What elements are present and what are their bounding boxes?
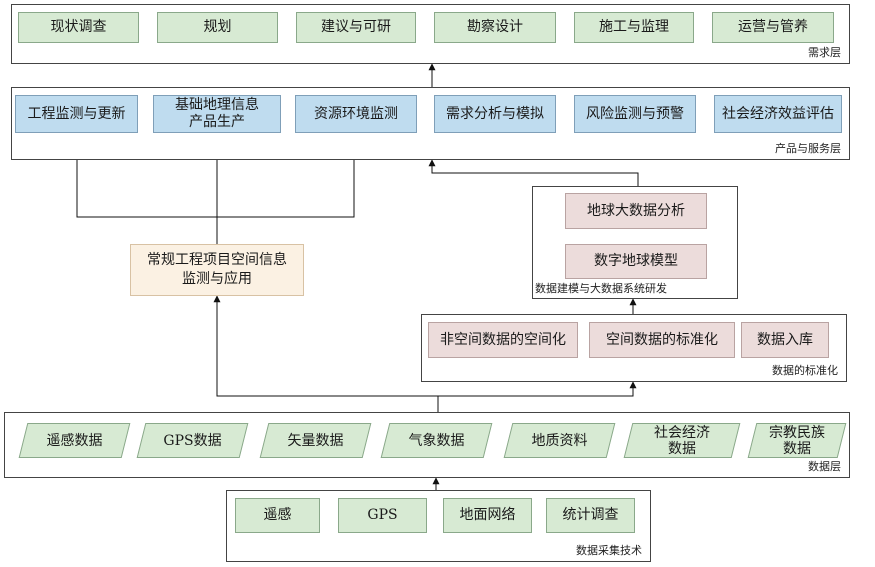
product-service-layer: 产品与服务层: [11, 87, 850, 160]
collection-item-ground-network: 地面网络: [443, 498, 532, 533]
product-item-basic-geo: 基础地理信息 产品生产: [153, 95, 281, 133]
demand-layer: 需求层: [11, 4, 850, 64]
demand-item-operation: 运营与管养: [712, 12, 834, 43]
product-service-caption: 产品与服务层: [775, 142, 841, 155]
data-item-religion-ethnic-label: 宗教民族 数据: [769, 424, 825, 457]
collection-item-statistics: 统计调查: [546, 498, 635, 533]
data-item-geological-label: 地质资料: [531, 432, 588, 449]
data-item-religion-ethnic: 宗教民族 数据: [747, 423, 847, 458]
product-item-demand-analysis: 需求分析与模拟: [434, 95, 556, 133]
standardization-item-spatialization: 非空间数据的空间化: [428, 322, 578, 358]
product-item-socio-economic: 社会经济效益评估: [714, 95, 842, 133]
standardization-item-spatial-std: 空间数据的标准化: [589, 322, 735, 358]
data-item-remote-sensing-label: 遥感数据: [46, 432, 103, 449]
data-item-vector: 矢量数据: [259, 423, 372, 458]
data-branch-line: [213, 295, 439, 412]
data-item-socio-economic: 社会经济 数据: [623, 423, 741, 458]
digital-earth-model: 数字地球模型: [565, 244, 707, 279]
standardization-caption: 数据的标准化: [772, 364, 838, 377]
standardization-item-warehousing: 数据入库: [741, 322, 829, 358]
collection-item-gps: GPS: [338, 498, 427, 533]
demand-item-construction: 施工与监理: [574, 12, 694, 43]
data-item-vector-label: 矢量数据: [287, 432, 344, 449]
data-item-socio-economic-label: 社会经济 数据: [654, 424, 710, 457]
data-item-meteorological-label: 气象数据: [408, 432, 465, 449]
data-item-geological: 地质资料: [503, 423, 616, 458]
data-item-gps: GPS数据: [136, 423, 249, 458]
data-item-meteorological: 气象数据: [380, 423, 493, 458]
data-layer-caption: 数据层: [808, 460, 841, 473]
collection-item-remote-sensing: 遥感: [235, 498, 320, 533]
bigdata-to-product-arrow: [428, 159, 639, 186]
data-to-standardization-arrow: [438, 381, 637, 397]
product-item-risk: 风险监测与预警: [574, 95, 696, 133]
demand-item-planning: 规划: [157, 12, 278, 43]
demand-item-survey: 现状调查: [18, 12, 139, 43]
conventional-branch-line: [73, 134, 358, 218]
bigdata-caption: 数据建模与大数据系统研发: [535, 282, 667, 295]
data-item-gps-label: GPS数据: [163, 432, 222, 449]
earth-bigdata-analysis: 地球大数据分析: [565, 193, 707, 229]
demand-layer-caption: 需求层: [808, 46, 841, 59]
demand-item-design: 勘察设计: [434, 12, 556, 43]
demand-item-proposal: 建议与可研: [296, 12, 416, 43]
product-item-engineering: 工程监测与更新: [15, 95, 138, 133]
data-item-remote-sensing: 遥感数据: [18, 423, 131, 458]
collection-caption: 数据采集技术: [576, 544, 642, 557]
product-item-resource-env: 资源环境监测: [295, 95, 417, 133]
conventional-monitoring-box: 常规工程项目空间信息 监测与应用: [130, 244, 304, 296]
